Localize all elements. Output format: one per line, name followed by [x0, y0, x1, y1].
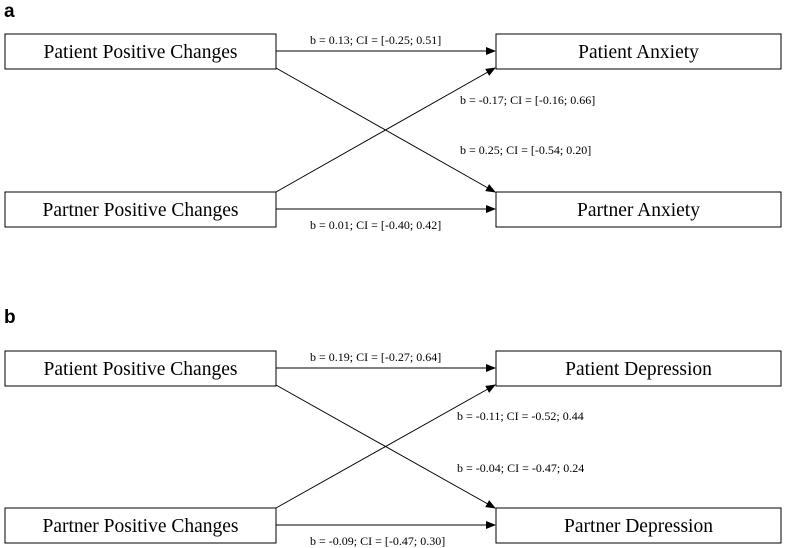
node-label: Partner Positive Changes: [42, 200, 238, 221]
coef-bottom-straight-a: b = 0.01; CI = [-0.40; 0.42]: [310, 218, 441, 232]
panel-label-b: b: [4, 307, 16, 328]
node-label: Partner Positive Changes: [42, 516, 238, 537]
panel-label-a: a: [4, 1, 15, 22]
coef-cross-down-b: b = -0.04; CI = -0.47; 0.24: [457, 461, 584, 475]
node-partner-positive-changes-a: Partner Positive Changes: [4, 191, 277, 228]
node-partner-depression: Partner Depression: [495, 507, 782, 544]
coef-cross-up-b: b = -0.11; CI = -0.52; 0.44: [457, 409, 584, 423]
node-label: Patient Depression: [565, 359, 712, 380]
node-partner-positive-changes-b: Partner Positive Changes: [4, 507, 277, 544]
node-label: Patient Anxiety: [578, 42, 699, 63]
node-patient-positive-changes-a: Patient Positive Changes: [4, 33, 277, 70]
panel-a: a Patient Positive Changes Partner Posit…: [4, 1, 782, 232]
node-label: Patient Positive Changes: [44, 42, 238, 63]
arrow-cross-up-a: [275, 67, 496, 193]
panel-b: b Patient Positive Changes Partner Posit…: [4, 307, 782, 548]
node-patient-anxiety: Patient Anxiety: [495, 33, 782, 70]
node-label: Partner Depression: [564, 516, 713, 537]
node-partner-anxiety: Partner Anxiety: [495, 191, 782, 228]
node-label: Patient Positive Changes: [44, 359, 238, 380]
coef-cross-down-a: b = 0.25; CI = [-0.54; 0.20]: [460, 143, 591, 157]
coef-top-straight-b: b = 0.19; CI = [-0.27; 0.64]: [310, 350, 441, 364]
coef-top-straight-a: b = 0.13; CI = [-0.25; 0.51]: [310, 33, 441, 47]
node-patient-positive-changes-b: Patient Positive Changes: [4, 350, 277, 387]
node-label: Partner Anxiety: [577, 200, 700, 221]
node-patient-depression: Patient Depression: [495, 350, 782, 387]
arrow-cross-up-b: [275, 384, 496, 509]
coef-bottom-straight-b: b = -0.09; CI = [-0.47; 0.30]: [310, 534, 445, 548]
coef-cross-up-a: b = -0.17; CI = [-0.16; 0.66]: [460, 93, 595, 107]
